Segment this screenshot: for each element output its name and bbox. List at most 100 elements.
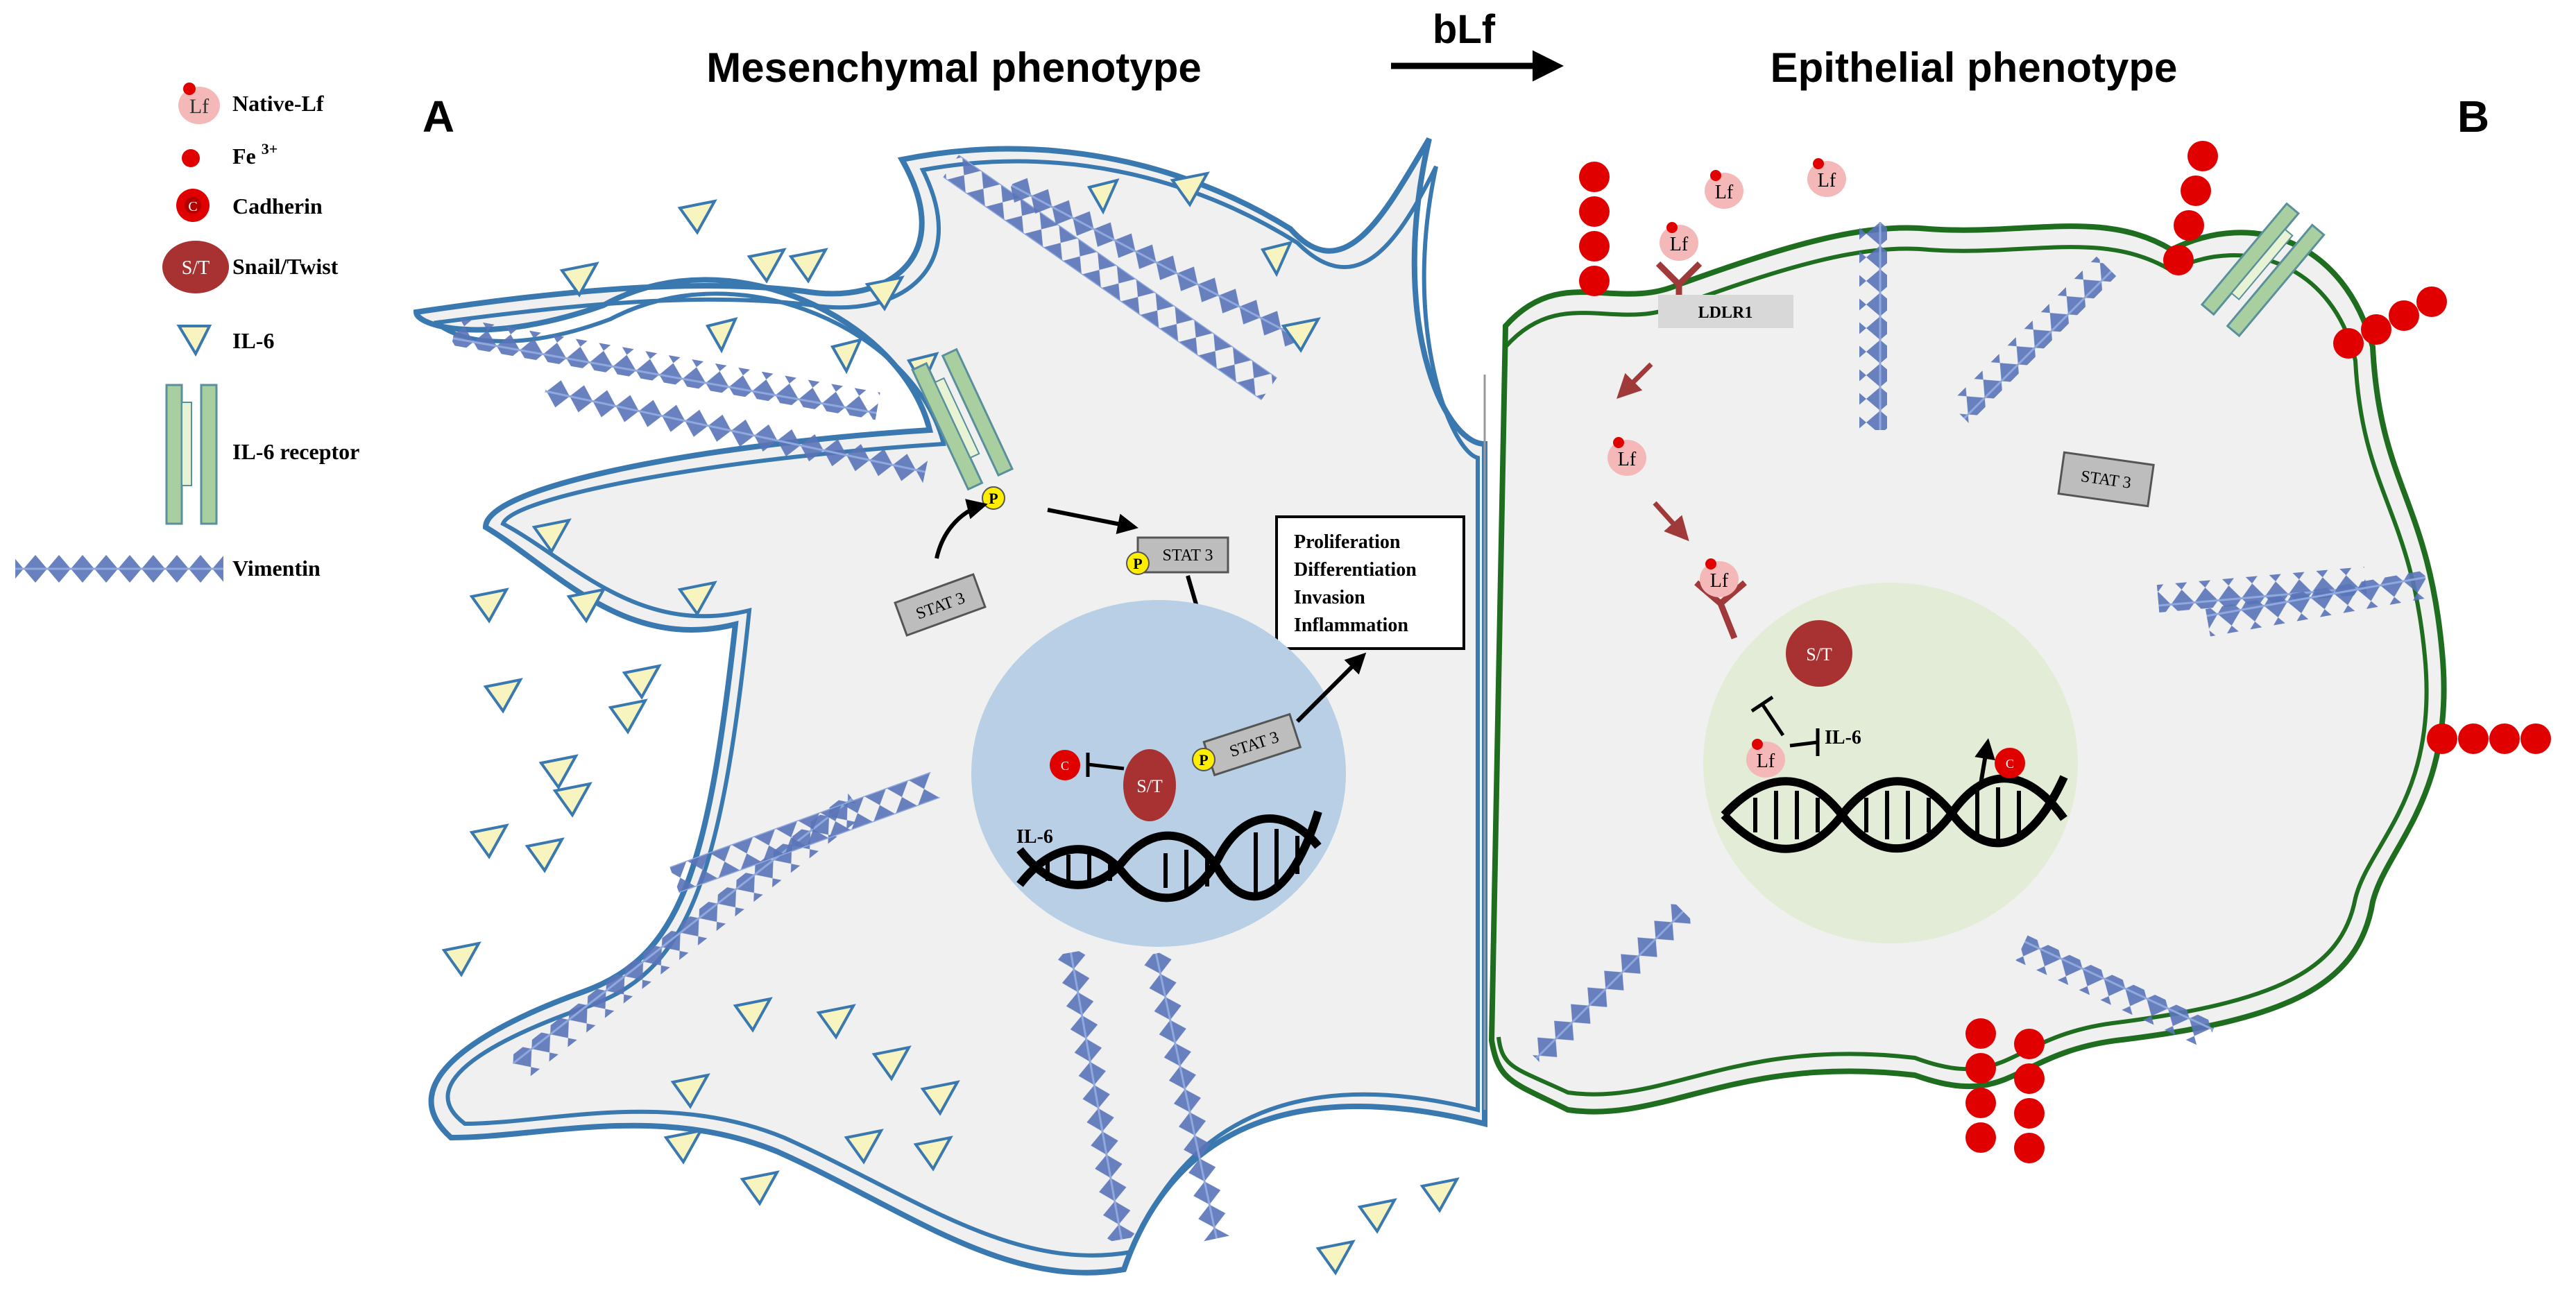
receptor-chain (941, 348, 1014, 477)
cadherin-icon (1050, 750, 1080, 780)
cadherin-icon (2389, 300, 2419, 331)
il6-icon (1357, 1198, 1397, 1234)
phospho-label: P (989, 490, 998, 507)
phospho-label: P (1133, 555, 1142, 572)
outcome-proliferation: Proliferation (1294, 531, 1401, 553)
cadherin-icon (2181, 175, 2211, 206)
il6-icon (913, 1136, 953, 1172)
il6-icon (677, 199, 717, 235)
legend-cadherin: C Cadherin (176, 189, 323, 222)
il6-icon (1260, 241, 1293, 277)
phospho-label: P (1199, 751, 1208, 769)
ldlr1-receptor: Lf LDLR1 (1655, 222, 1793, 328)
dna-strand (1016, 814, 1322, 902)
iron-icon (182, 149, 200, 167)
il6-icon (552, 782, 592, 818)
il6-icon (670, 1073, 710, 1109)
outcome-inflammation: Inflammation (1294, 615, 1408, 636)
legend-il6-receptor: IL-6 receptor (165, 384, 359, 525)
il6-icon (864, 275, 905, 311)
vimentin-filament (452, 318, 880, 420)
vimentin-filament (1142, 950, 1231, 1242)
il6-icon (559, 262, 599, 298)
iron-dot-icon (1710, 170, 1721, 181)
outcomes-frame (1275, 515, 1465, 650)
lf-label: Lf (1618, 449, 1637, 470)
phospho-icon (982, 486, 1005, 510)
phospho-icon (1126, 551, 1150, 575)
dna-helix-left (1016, 810, 1322, 902)
legend-iron: Fe 3+ (182, 140, 278, 169)
activation-arrow (935, 499, 988, 559)
transcription-arrow (1295, 652, 1367, 723)
panel-label-a: A (423, 92, 454, 142)
left-title: Mesenchymal phenotype (706, 44, 1202, 91)
legend-native-lf-label: Native-Lf (232, 91, 324, 116)
receptor-core (2230, 228, 2294, 301)
cadherin-icon (1965, 1018, 1996, 1049)
il6-icon (622, 664, 662, 700)
legend-snail-twist: S/T Snail/Twist (162, 241, 339, 293)
il6-icon (531, 518, 572, 554)
phospho-icon (1192, 748, 1216, 771)
inhibition-bar (1750, 695, 1774, 713)
cadherin-cluster-right-mid (2427, 723, 2551, 754)
il6-receptor-left (911, 348, 1014, 491)
outcomes-box: Proliferation Differentiation Invasion I… (1275, 515, 1465, 650)
cadherin-icon (2014, 1098, 2045, 1129)
cadherin-icon (1579, 231, 1610, 262)
cadherin-icon (2187, 141, 2218, 171)
il6-icon (920, 1080, 960, 1116)
native-lf-icon (1807, 161, 1846, 197)
il6-label-right: IL-6 (1825, 727, 1861, 748)
il6-icon (677, 581, 717, 617)
vimentin-filament (1526, 901, 1694, 1069)
cadherin-icon (2014, 1029, 2045, 1059)
il6-icon (1281, 317, 1321, 353)
lf-label: Lf (1715, 182, 1734, 203)
cadherin-icon (2458, 723, 2489, 754)
upregulation-arrow (1974, 738, 1995, 785)
lf-cytoplasmic: Lf (1607, 437, 1646, 476)
cadherin-icon (2163, 245, 2194, 275)
cadherin-icon-inner (185, 197, 201, 214)
iron-dot-icon (1813, 158, 1824, 169)
cadherin-icon (2333, 328, 2364, 359)
iron-dot-icon (1752, 739, 1763, 750)
il6-icon (816, 1004, 856, 1040)
stat3-phospho: STAT 3 P (1126, 536, 1229, 575)
il6-icon (705, 317, 738, 354)
cadherin-icon (1965, 1088, 1996, 1118)
vimentin-filament (2205, 570, 2430, 637)
legend-iron-text: Fe (232, 144, 256, 169)
snail-twist-icon (1123, 749, 1176, 821)
lf-label: Lf (1710, 570, 1729, 592)
il6-icon (663, 1129, 703, 1165)
iron-dot-icon (1705, 558, 1716, 569)
il6-gene-label: IL-6 (1016, 826, 1053, 848)
il6-icon (871, 1045, 912, 1081)
cadherin-icon (1965, 1053, 1996, 1083)
cadherin-icon (1579, 162, 1610, 192)
il6-icon (441, 941, 481, 977)
il6-icon (733, 997, 773, 1033)
legend-cadherin-glyph: C (188, 199, 197, 214)
cadherin-icon (2416, 286, 2447, 317)
il6-receptor-right (2200, 202, 2326, 338)
il6-icon (830, 338, 863, 375)
cadherin-cluster-top-right (2163, 141, 2218, 275)
il6-icon (1315, 1240, 1356, 1276)
legend-il6: IL-6 (176, 325, 274, 357)
vimentin-filament (1859, 222, 1887, 430)
inhibition-line (1087, 762, 1125, 771)
il6-icon (1170, 171, 1210, 207)
il6-icon (538, 754, 579, 790)
inhibition-line (1789, 740, 1818, 748)
vimentin-filament (542, 377, 928, 486)
snail-twist-label: S/T (1136, 776, 1163, 796)
legend-vimentin-label: Vimentin (232, 556, 321, 581)
lf-extracellular-1: Lf (1705, 170, 1743, 209)
native-lf-icon (1660, 225, 1698, 261)
legend-receptor-label: IL-6 receptor (232, 439, 359, 464)
legend-iron-sup: 3+ (262, 140, 278, 157)
